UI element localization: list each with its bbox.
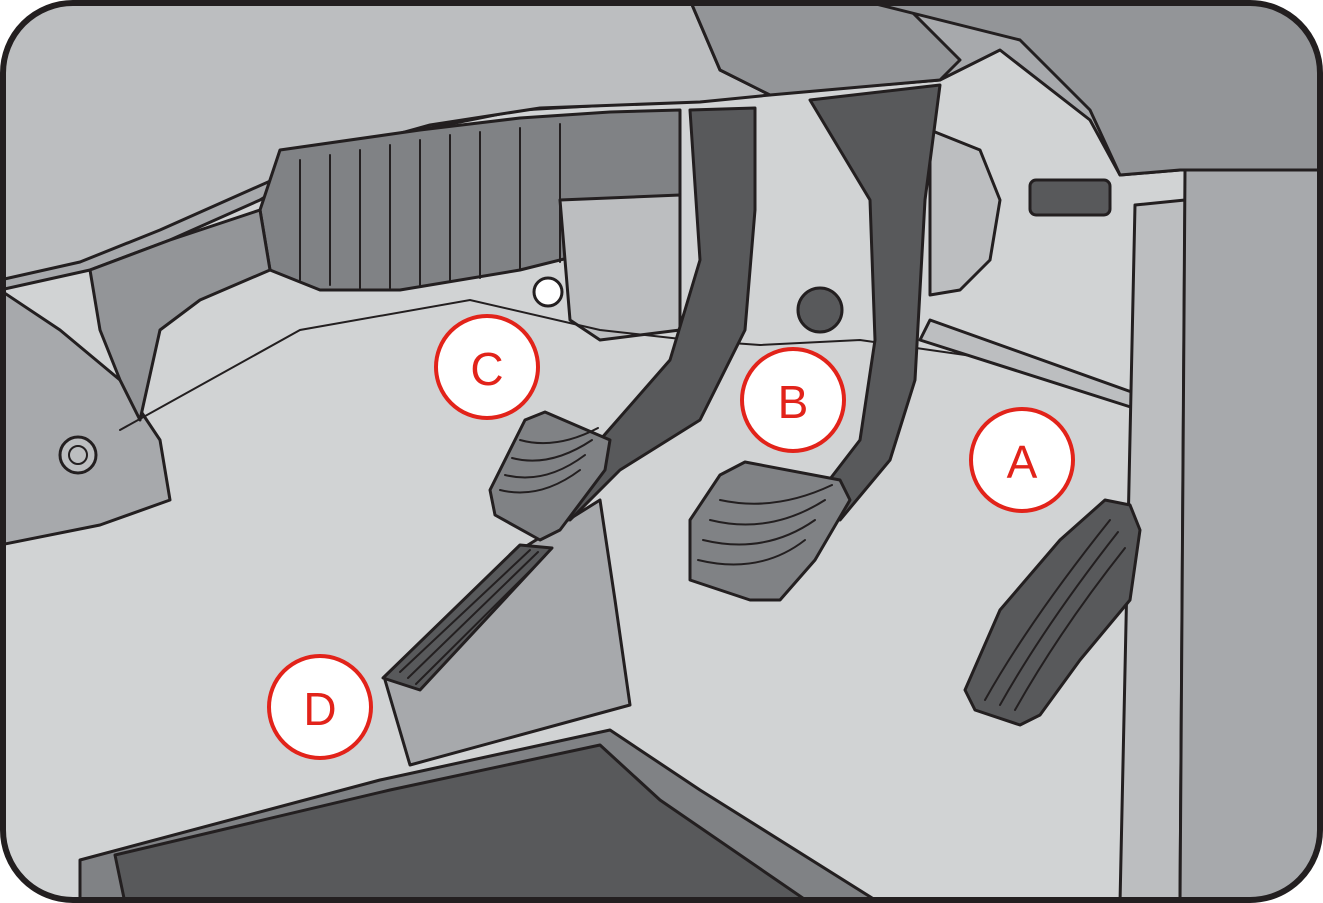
label-d-ring — [267, 654, 373, 760]
label-b-callout: B — [740, 347, 846, 453]
label-d-text: D — [303, 683, 336, 735]
clutch-pedal-arm — [543, 106, 757, 522]
label-a-ring — [969, 407, 1075, 513]
label-b-ring — [740, 347, 846, 453]
label-a-text: A — [1007, 436, 1038, 488]
label-b-text: B — [778, 376, 809, 428]
panel-fastener — [58, 435, 98, 475]
accelerator-pedal — [963, 498, 1142, 727]
label-c-callout: C — [434, 314, 540, 420]
left-kick-panel — [3, 288, 172, 547]
label-d-callout: D — [267, 654, 373, 760]
support-bracket-left — [88, 208, 272, 422]
right-trim-panel — [858, 3, 1320, 177]
floor-mat-recess — [113, 743, 812, 900]
pedal-mount-bracket — [558, 193, 682, 342]
steering-column-shroud — [688, 3, 962, 97]
brake-pedal-pad — [688, 460, 852, 602]
pedal-pivot-grommet — [796, 286, 844, 334]
right-sill — [1178, 168, 1320, 900]
label-a-callout: A — [969, 407, 1075, 513]
footrest-pad — [381, 543, 554, 692]
brake-switch — [532, 276, 564, 308]
label-c-ring — [434, 314, 540, 420]
clutch-pad-ribs — [499, 427, 599, 494]
accelerator-ribs — [984, 519, 1126, 711]
brake-pad-ribs — [697, 484, 833, 566]
dash-clip — [1028, 178, 1112, 217]
panel-fastener-inner — [68, 445, 88, 465]
clutch-pedal-pad — [488, 410, 612, 542]
label-c-text: C — [470, 343, 503, 395]
right-door-trim — [1118, 198, 1187, 900]
footrest-grooves — [399, 549, 546, 685]
fluid-reservoir — [928, 128, 1002, 297]
housing-ribs — [299, 123, 561, 289]
